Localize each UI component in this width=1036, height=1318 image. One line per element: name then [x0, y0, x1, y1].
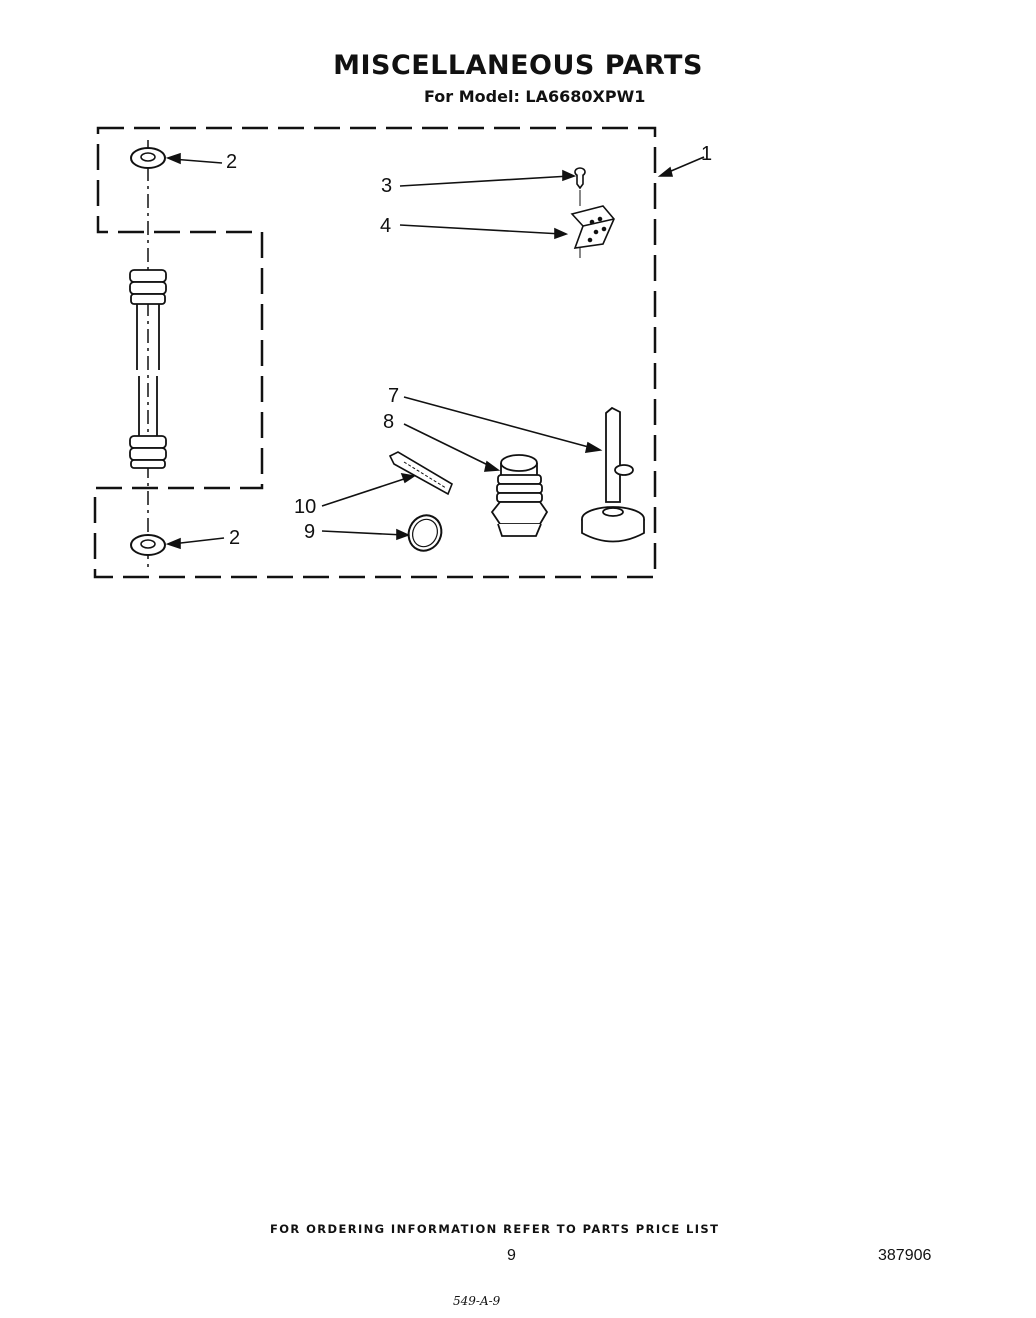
leader-lines	[165, 152, 705, 550]
support-leg-part	[581, 406, 645, 543]
ordering-note: FOR ORDERING INFORMATION REFER TO PARTS …	[270, 1222, 720, 1236]
snap-ring-part	[407, 514, 443, 552]
callout-9: 9	[304, 521, 315, 543]
callout-2-bottom: 2	[229, 527, 240, 549]
callout-4: 4	[380, 215, 391, 237]
washer-top	[130, 147, 166, 169]
handwritten-mark: 549-A-9	[453, 1294, 501, 1308]
page-number: 9	[507, 1247, 516, 1264]
threaded-fitting-part	[490, 454, 549, 537]
bracket-part	[570, 205, 615, 258]
callout-7: 7	[388, 385, 399, 407]
washer-bottom	[130, 534, 166, 556]
callout-1: 1	[701, 143, 712, 165]
hose-assembly	[129, 269, 167, 469]
callout-3: 3	[381, 175, 392, 197]
callout-8: 8	[383, 411, 394, 433]
cable-tie-part	[388, 451, 453, 496]
callout-2-top: 2	[226, 151, 237, 173]
callout-10: 10	[294, 496, 316, 518]
model-subtitle: For Model: LA6680XPW1	[424, 87, 646, 106]
page-title: MISCELLANEOUS PARTS	[333, 50, 703, 81]
kit-boundary	[93, 126, 657, 579]
screw-part	[574, 167, 586, 206]
document-number: 387906	[878, 1247, 932, 1264]
